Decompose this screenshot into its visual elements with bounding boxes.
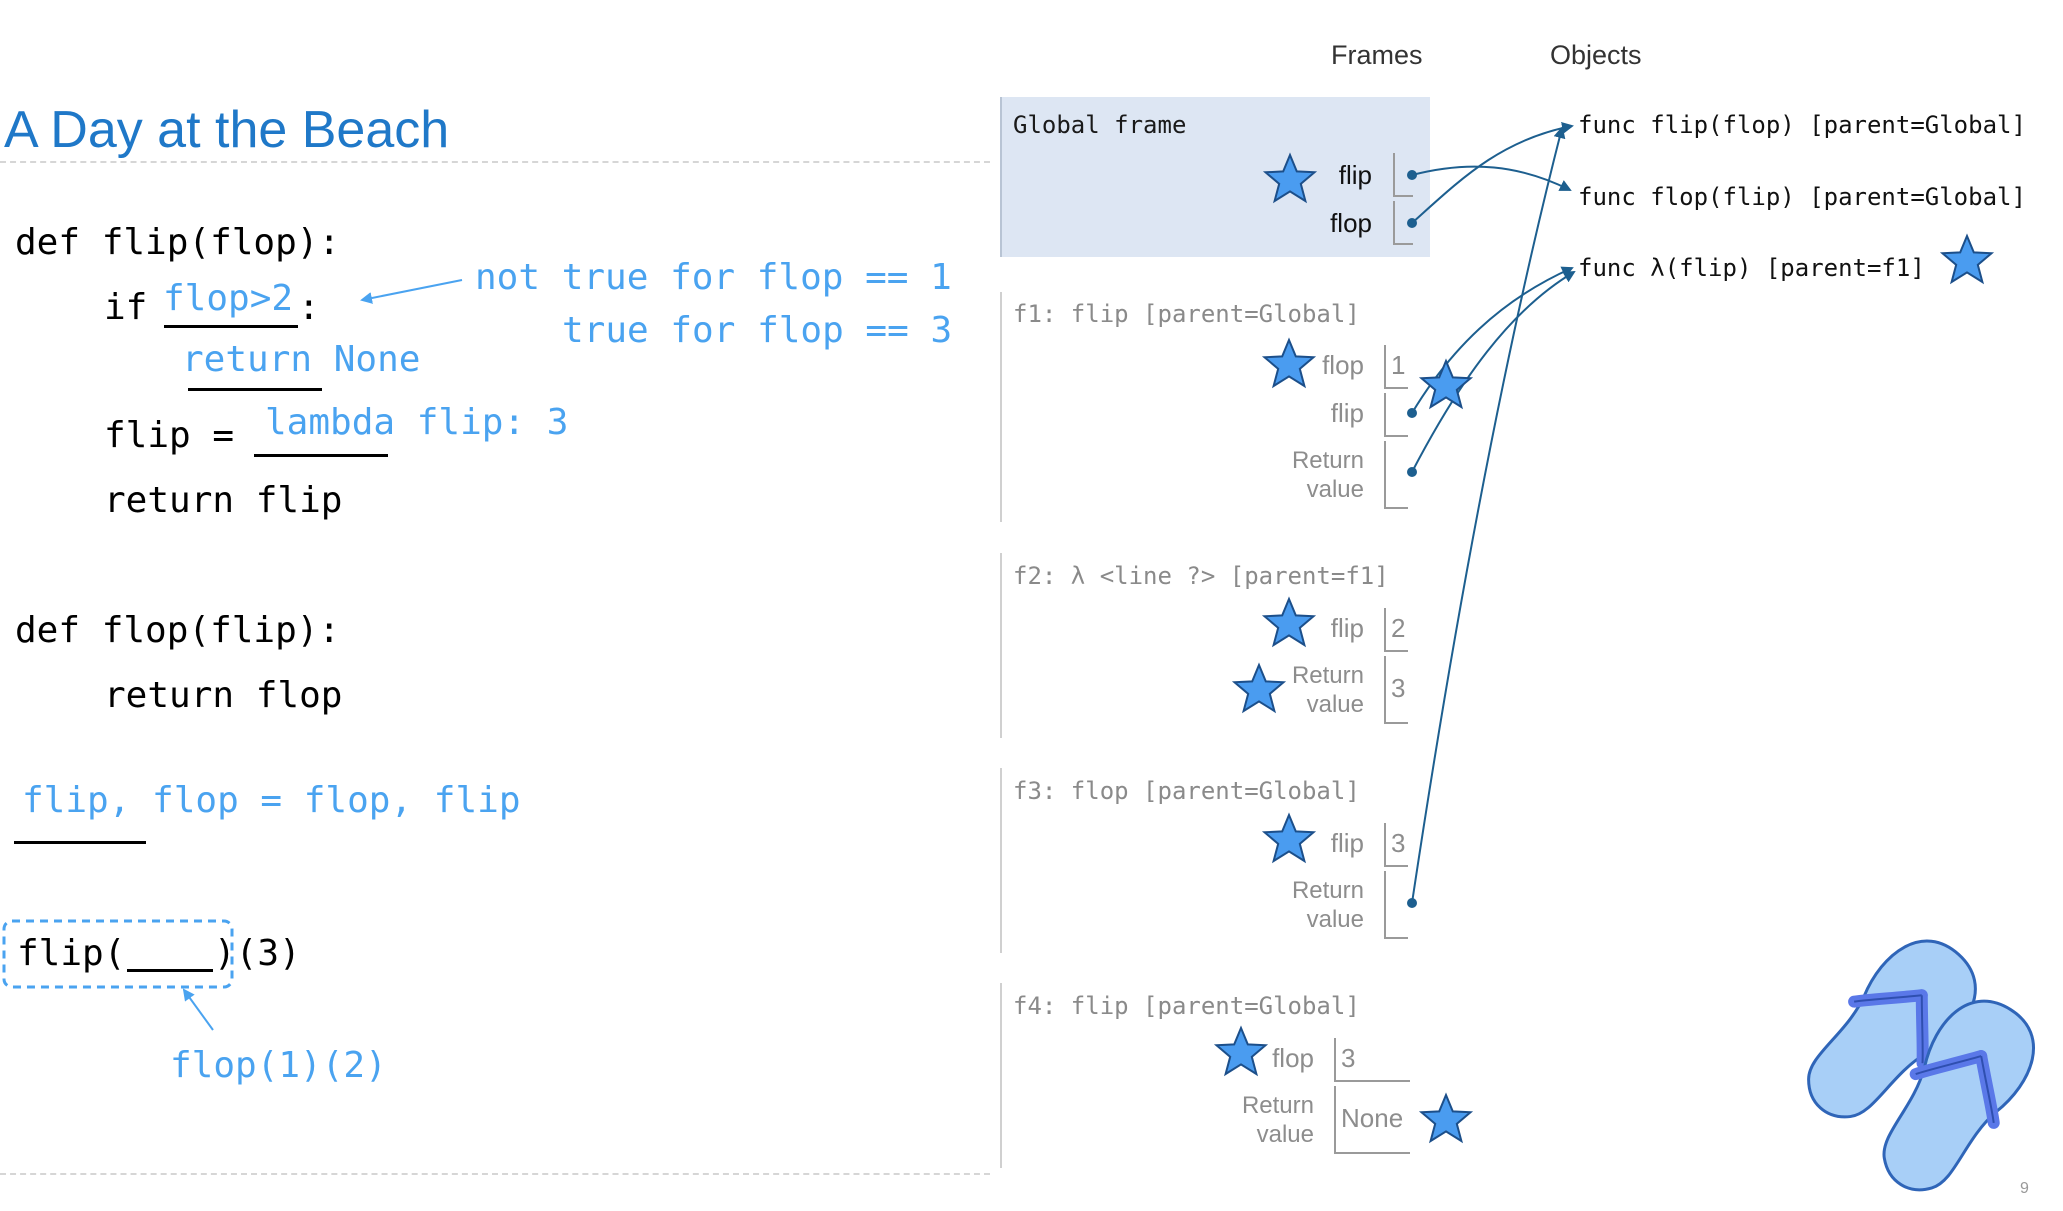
f2-frame-title: f2: λ <line ?> [parent=f1] [1013,562,1389,590]
object-func-flip: func flip(flop) [parent=Global] [1578,111,2026,139]
arrow-f1-flip [1411,266,1574,414]
answer-return-none: return None [182,339,421,380]
note-true: true for flop == 3 [562,310,953,351]
star-icon [1941,235,1993,283]
arrow-f1-return [1411,270,1576,473]
f2-value-flip: 2 [1391,613,1406,643]
f1-var-flip: flip [1330,398,1364,428]
slide-title: A Day at the Beach [4,101,450,159]
arrow-global-flip [1411,165,1572,191]
star-icon [1215,1027,1267,1075]
flip-flops-icon [1807,939,2035,1192]
call-highlight-box [2,919,234,989]
answer-condition: flop>2 [163,278,294,319]
pointer-arrows [1411,122,1576,904]
arrow-f3-return [1411,126,1566,904]
global-frame [1000,97,1430,257]
global-slot-flop [1393,201,1413,245]
answer-assignment: flip, flop = flop, flip [22,780,521,821]
global-slot-flip [1393,153,1413,197]
title-divider [0,161,990,163]
star-icon [1420,1094,1472,1142]
blank-return [188,388,322,391]
frames-header: Frames [1331,40,1423,70]
code-line-flip-assign: flip = [104,415,256,456]
answer-call-arg: flop(1)(2) [170,1045,387,1086]
object-func-flop: func flop(flip) [parent=Global] [1578,183,2026,211]
answer-lambda: lambda flip: 3 [265,402,569,443]
f3-value-flip: 3 [1391,828,1406,858]
star-icon [1263,814,1315,862]
f3-var-flip: flip [1330,828,1364,858]
code-call-open: flip( [17,933,126,974]
f4-frame-title: f4: flip [parent=Global] [1013,992,1360,1020]
f3-frame-title: f3: flop [parent=Global] [1013,777,1360,805]
code-call-close: )(3) [214,933,301,974]
blank-call-arg [127,969,213,972]
f2-frame-border [1000,553,1002,738]
star-icon [1264,154,1316,202]
f4-frame-border [1000,983,1002,1168]
blank-condition [164,325,298,328]
f4-value-flop: 3 [1341,1043,1356,1073]
f2-slot-flip [1384,608,1408,652]
global-var-flip: flip [1338,160,1372,190]
call-arg-arrow [182,988,214,1031]
objects-header: Objects [1550,40,1642,70]
f1-var-flop: flop [1322,350,1364,380]
note-not-true: not true for flop == 1 [475,257,952,298]
f3-frame-border [1000,768,1002,953]
code-line-if: if [104,287,170,328]
f1-slot-flop [1384,345,1408,389]
f1-slot-return [1384,441,1408,509]
code-line-def-flip: def flip(flop): [15,222,341,263]
star-icon [1263,598,1315,646]
f1-frame-title: f1: flip [parent=Global] [1013,300,1360,328]
f4-value-return: None [1341,1103,1404,1133]
code-line-return-flip: return flip [104,480,343,521]
f1-frame-border [1000,292,1002,522]
f2-value-return: 3 [1391,673,1406,703]
blank-assignment [14,841,146,844]
blank-lambda [254,454,388,457]
object-func-lambda: func λ(flip) [parent=f1] [1578,254,1925,282]
f2-slot-return [1384,656,1408,724]
star-icon [1263,339,1315,387]
page-number: 9 [2020,1180,2029,1197]
global-frame-border [1000,97,1002,257]
bottom-divider [0,1173,990,1175]
star-icon [1420,360,1472,408]
f1-value-flop: 1 [1391,350,1406,380]
f4-var-flop: flop [1272,1043,1314,1073]
f1-slot-flip [1384,393,1408,437]
star-icon [1233,664,1285,712]
global-var-flop: flop [1330,208,1372,238]
f2-var-flip: flip [1330,613,1364,643]
f3-slot-flip [1384,823,1408,867]
code-line-def-flop: def flop(flip): [15,610,341,651]
global-frame-title: Global frame [1013,111,1187,139]
code-if-colon: : [298,287,320,328]
pointer-dots [1407,170,1417,908]
f3-slot-return [1384,871,1408,939]
code-line-return-flop: return flop [104,675,343,716]
f4-slot-return [1334,1086,1410,1154]
arrow-global-flop [1411,122,1574,224]
note-arrow [360,279,463,304]
f4-slot-flop [1334,1038,1410,1082]
